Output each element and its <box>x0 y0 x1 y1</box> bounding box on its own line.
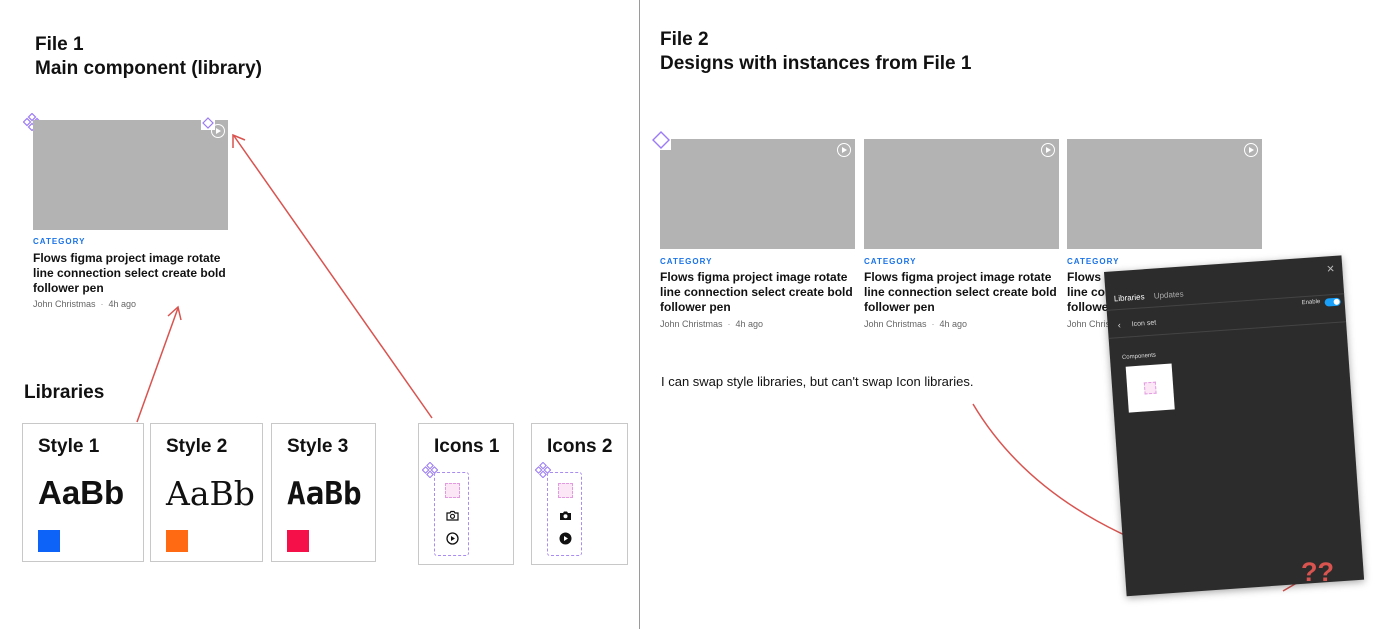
libraries-panel[interactable]: Libraries Updates ✕ ‹ Icon set Enable Co… <box>1104 255 1365 597</box>
play-icon <box>1244 143 1258 157</box>
style-2-swatch <box>166 530 188 552</box>
card-image <box>33 120 228 230</box>
arrowhead <box>232 133 246 148</box>
file2-title: File 2 <box>660 29 709 50</box>
note-text: I can swap style libraries, but can't sw… <box>661 374 974 389</box>
placeholder-icon <box>1143 381 1157 395</box>
card-category: CATEGORY <box>660 257 713 266</box>
card-category: CATEGORY <box>1067 257 1120 266</box>
instance-marker-icon <box>651 130 671 150</box>
back-chevron-icon[interactable]: ‹ <box>1117 319 1122 331</box>
card-author: John Christmas <box>1067 319 1130 329</box>
card-category: CATEGORY <box>33 237 86 246</box>
question-marks: ?? <box>1301 557 1334 587</box>
card-image <box>864 139 1059 249</box>
card-category: CATEGORY <box>864 257 917 266</box>
components-label: Components <box>1121 352 1157 361</box>
card-image <box>1067 139 1262 249</box>
icons-1-title: Icons 1 <box>434 436 500 457</box>
arrowhead <box>167 305 182 321</box>
icons-1-frame <box>434 472 469 556</box>
component-set-icon <box>535 462 551 478</box>
component-thumbnail[interactable] <box>1125 363 1175 413</box>
placeholder-icon <box>558 483 573 498</box>
arrows-file1 <box>136 133 433 423</box>
style-1-library[interactable]: Style 1 AaBb <box>22 423 144 562</box>
card-title: Flows figma project image rotate line co… <box>33 251 226 295</box>
style-1-title: Style 1 <box>38 436 100 457</box>
file2-subtitle: Designs with instances from File 1 <box>660 53 972 74</box>
enable-label: Enable <box>1301 298 1321 307</box>
card-time: 4h ago <box>735 319 764 329</box>
card-title: Flows figma project image rotate line co… <box>864 270 1057 314</box>
card-time: 4h ago <box>939 319 968 329</box>
play-outline-icon <box>446 532 459 545</box>
component-set-icon <box>422 462 438 478</box>
style-2-sample: AaBb <box>166 474 255 513</box>
tab-libraries[interactable]: Libraries <box>1113 292 1145 304</box>
camera-filled-icon <box>560 511 571 520</box>
divider <box>639 0 640 629</box>
card-author: John Christmas <box>864 319 927 329</box>
card-time: 4h ago <box>108 299 137 309</box>
card-meta: John Christmas·4h ago <box>33 299 137 309</box>
icon-set-label: Icon set <box>1131 319 1157 329</box>
style-2-title: Style 2 <box>166 436 228 457</box>
libraries-heading: Libraries <box>24 382 105 403</box>
card-meta: John Christmas·4h ago <box>864 319 968 329</box>
play-icon <box>1041 143 1055 157</box>
style-3-swatch <box>287 530 309 552</box>
icons-2-title: Icons 2 <box>547 436 613 457</box>
card-author: John Christmas <box>660 319 723 329</box>
file1-subtitle: Main component (library) <box>35 58 262 79</box>
camera-outline-icon <box>446 510 459 521</box>
style-2-library[interactable]: Style 2 AaBb <box>150 423 263 562</box>
arrow-style-to-card <box>136 307 179 423</box>
icons-2-library[interactable]: Icons 2 <box>531 423 628 565</box>
placeholder-icon <box>445 483 460 498</box>
enable-toggle[interactable] <box>1324 297 1341 307</box>
card-meta: John Christmas·4h ago <box>660 319 764 329</box>
style-3-sample: AaBb <box>287 476 362 512</box>
card-image <box>660 139 855 249</box>
close-icon[interactable]: ✕ <box>1326 263 1336 276</box>
card-title: Flows figma project image rotate line co… <box>660 270 853 314</box>
icons-2-frame <box>547 472 582 556</box>
play-filled-icon <box>559 532 572 545</box>
style-3-title: Style 3 <box>287 436 349 457</box>
card-author: John Christmas <box>33 299 96 309</box>
style-1-sample: AaBb <box>38 474 125 511</box>
file1-title: File 1 <box>35 34 84 55</box>
tab-updates[interactable]: Updates <box>1153 289 1184 301</box>
icons-1-library[interactable]: Icons 1 <box>418 423 514 565</box>
play-icon <box>211 124 225 138</box>
style-3-library[interactable]: Style 3 AaBb <box>271 423 376 562</box>
play-icon <box>837 143 851 157</box>
arrow-icons-to-card <box>233 135 433 419</box>
style-1-swatch <box>38 530 60 552</box>
